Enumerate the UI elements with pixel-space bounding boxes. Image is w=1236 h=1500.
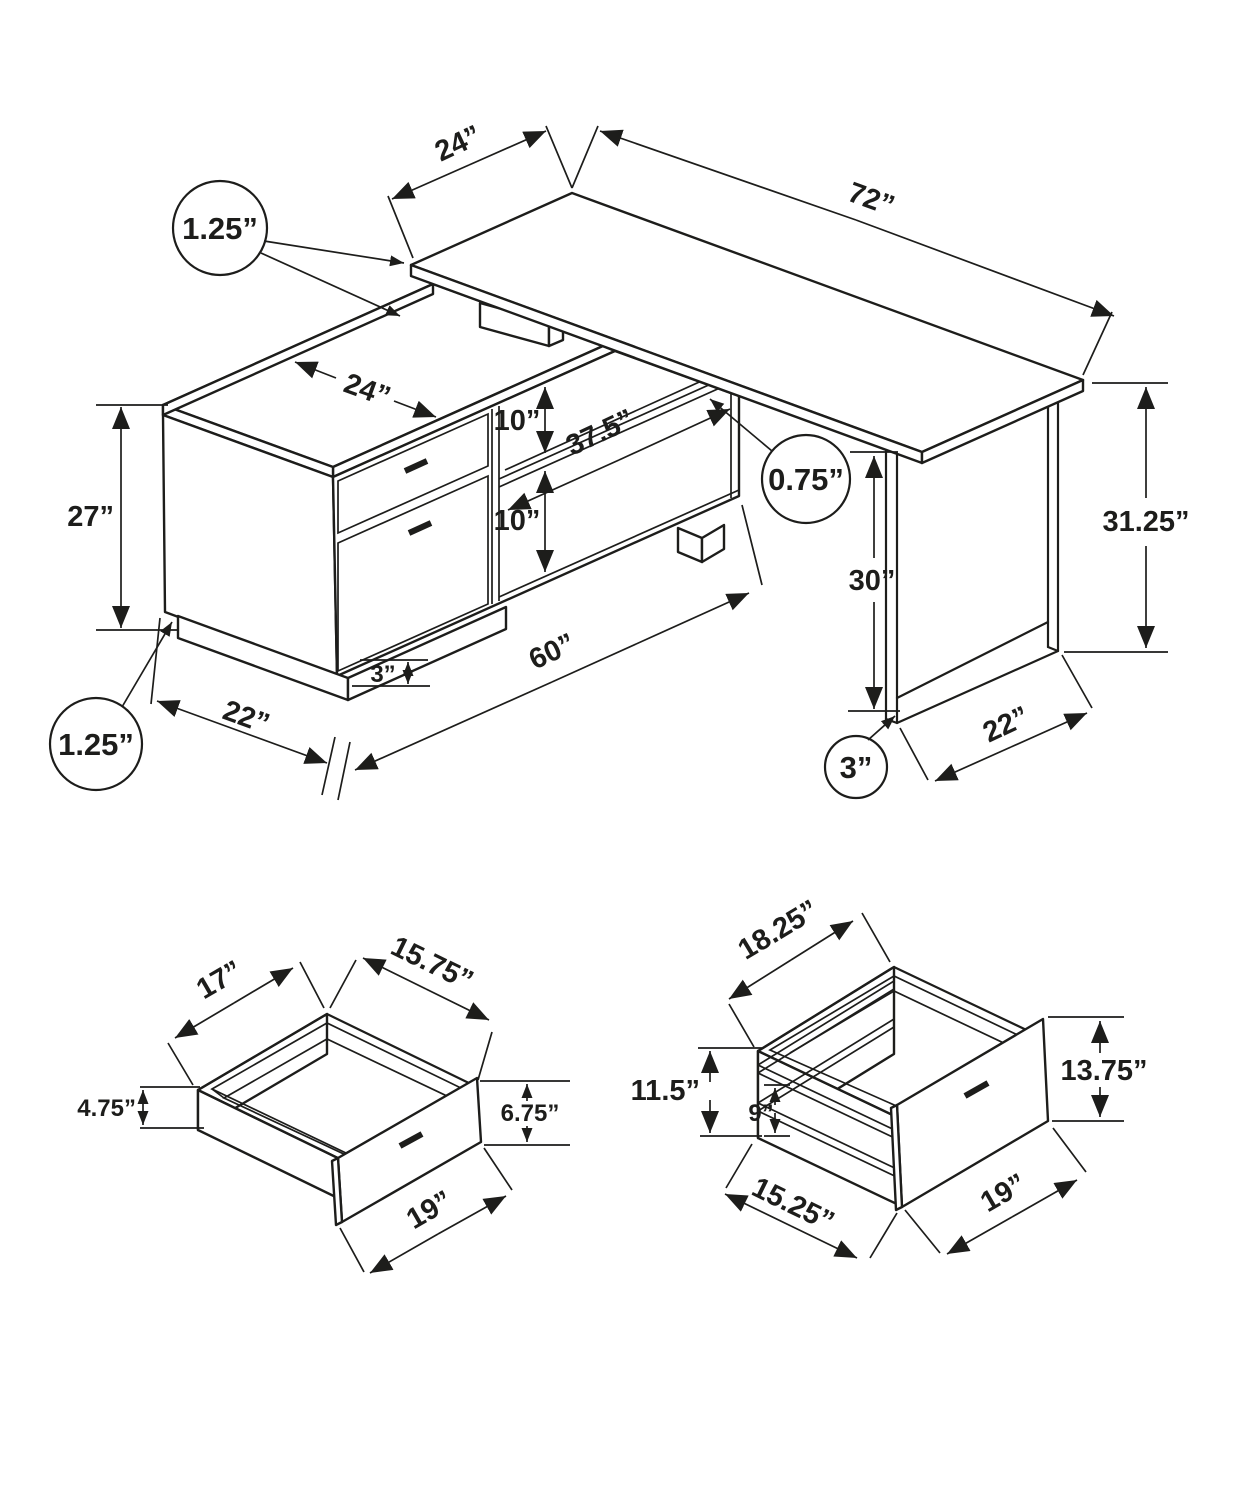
leg-frame-callout-circle xyxy=(823,734,889,800)
fd-drawer-handle xyxy=(963,1080,990,1099)
fd-inner-height-label: 9” xyxy=(748,1100,773,1127)
fd-front-panel xyxy=(895,1017,1050,1209)
sd-depth-label: 17” xyxy=(191,955,248,1006)
dim-credenza-length-label: 60” xyxy=(524,627,580,676)
callout-base-thickness: 1.25” xyxy=(58,727,134,762)
sd-side-height-label: 4.75” xyxy=(77,1095,136,1122)
dim-upper-opening-label: 10” xyxy=(494,405,541,437)
dim-base-depth-label: 22” xyxy=(219,695,274,741)
fd-front-height-label: 13.75” xyxy=(1060,1055,1147,1087)
callout-top-thickness: 1.25” xyxy=(182,211,258,246)
drawer-front-lower xyxy=(337,474,489,673)
bottom-shelf xyxy=(498,489,740,598)
credenza-front-face xyxy=(331,349,741,678)
callout-shelf-thickness: 0.75” xyxy=(768,462,844,497)
sd-near-wall xyxy=(196,1088,348,1204)
base-thickness-callout-circle xyxy=(48,696,144,792)
fd-top-depth-label: 18.25” xyxy=(733,894,824,966)
sd-width-label: 15.75” xyxy=(386,930,478,997)
desk-top xyxy=(409,191,1085,465)
dim-base-height-label: 3” xyxy=(370,661,395,688)
fd-front-panel-edge xyxy=(889,1103,904,1212)
sd-drawer-handle xyxy=(398,1131,424,1149)
desk-top-right-edge xyxy=(920,378,1085,465)
file-drawer-view: 18.25” 11.5” 9” 15.25” 19” 13. xyxy=(631,894,1148,1259)
shelf-divider xyxy=(491,406,500,604)
leg-rear-bar xyxy=(1046,401,1060,653)
drawer-front-upper xyxy=(337,412,489,535)
drawer-handle-lower xyxy=(407,520,433,536)
top-thickness-callout-circle xyxy=(171,179,269,277)
small-drawer-view: 17” 15.75” 4.75” 6.75” 19” xyxy=(77,930,570,1274)
leg-front-bar xyxy=(884,449,899,725)
main-view: 24” 72” 1.25” 24” 27” 10” xyxy=(48,119,1190,801)
middle-shelf xyxy=(498,368,732,488)
drawer-handle-upper xyxy=(403,458,429,474)
main-annotations: 24” 72” 1.25” 24” 27” 10” xyxy=(48,119,1190,801)
file-drawer-annotations: 18.25” 11.5” 9” 15.25” 19” 13. xyxy=(631,894,1148,1259)
leg-bottom-rail xyxy=(884,620,1060,725)
fd-left-wall-rails xyxy=(757,980,895,1112)
fd-bottom-depth-label: 15.25” xyxy=(747,1171,839,1238)
credenza-top-edge-west xyxy=(161,282,435,417)
dim-cabinet-height-label: 27” xyxy=(67,501,114,533)
dim-leg-clearance-label: 30” xyxy=(849,565,896,597)
dim-lower-opening-label: 10” xyxy=(494,505,541,537)
credenza xyxy=(161,282,741,702)
sd-front-height-label: 6.75” xyxy=(501,1100,560,1127)
dim-desk-length-label: 72” xyxy=(844,177,899,223)
fd-near-wall-rails xyxy=(757,1064,902,1180)
base-front-rail xyxy=(346,605,508,702)
callout-leg-frame: 3” xyxy=(840,750,873,785)
base-foot-block-left xyxy=(676,526,704,564)
base-foot-block-right xyxy=(700,523,726,564)
dim-leg-depth-label: 22” xyxy=(978,700,1034,749)
dim-overall-height-label: 31.25” xyxy=(1102,506,1189,538)
fd-side-height-label: 11.5” xyxy=(631,1075,700,1107)
small-drawer-annotations: 17” 15.75” 4.75” 6.75” 19” xyxy=(77,930,570,1274)
shelf-thickness-callout-circle xyxy=(760,433,852,525)
sd-front-panel-edge xyxy=(330,1156,344,1227)
sd-front-panel xyxy=(336,1076,483,1224)
